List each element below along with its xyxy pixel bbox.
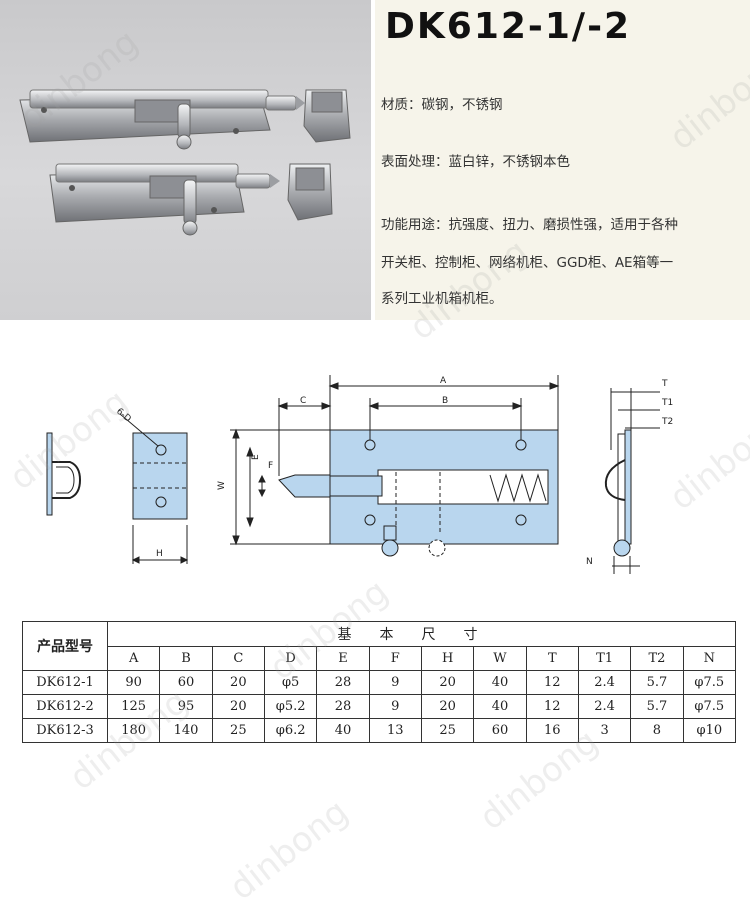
spec-panel [375,0,750,320]
dim-label-n: N [586,557,593,567]
value-cell: 60 [473,718,527,743]
column-header: T2 [630,646,684,671]
column-header: B [159,646,213,671]
value-cell: φ7.5 [682,670,737,695]
surface-spec: 表面处理：蓝白锌，不锈钢本色 [381,154,570,170]
column-header: F [368,646,422,671]
value-cell: 20 [420,670,475,695]
basic-dimensions-header: 基本尺寸 [107,621,736,647]
usage-spec-line-3: 系列工业机箱机柜。 [381,291,503,307]
column-header: E [316,646,370,671]
value-cell: 12 [525,670,579,695]
column-header: H [420,646,475,671]
value-cell: φ5.2 [263,694,318,719]
upper-latch [19,89,351,150]
value-cell: 40 [473,670,527,695]
value-cell: φ6.2 [263,718,318,743]
value-cell: 140 [159,718,213,743]
keeper-side-view [46,432,82,516]
technical-drawing: A B C W E F H 6-D T T1 T2 N [0,330,750,600]
value-cell: φ7.5 [682,694,737,719]
bolt-latch-photo-illustration [19,89,351,236]
column-header: C [211,646,265,671]
value-cell: 40 [316,718,370,743]
value-cell: 20 [420,694,475,719]
column-header-row: A B C D E F H W T T1 T2 N [23,646,737,671]
value-cell: 2.4 [577,694,632,719]
table-row: DK612-3 180 140 25 φ6.2 40 13 25 60 16 3… [22,718,737,743]
dimension-table: 产品型号 基本尺寸 A B C D E F H W T T1 T2 N DK61… [22,621,737,743]
value-cell: 3 [577,718,632,743]
column-header: N [682,646,737,671]
value-cell: 5.7 [630,694,684,719]
table-row: DK612-1 90 60 20 φ5 28 9 20 40 12 2.4 5.… [22,670,737,695]
dim-label-a: A [440,376,447,386]
dimension-drawing: A B C W E F H 6-D T T1 T2 N [46,375,673,574]
dim-label-e: E [251,454,261,460]
value-cell: 95 [159,694,213,719]
value-cell: 5.7 [630,670,684,695]
value-cell: 9 [368,694,422,719]
value-cell: 13 [368,718,422,743]
model-cell: DK612-3 [22,718,108,743]
dim-label-t2: T2 [661,417,673,427]
watermark: dinbong [222,791,356,908]
value-cell: 125 [106,694,161,719]
value-cell: 40 [473,694,527,719]
value-cell: 20 [211,670,265,695]
value-cell: 25 [211,718,265,743]
value-cell: 2.4 [577,670,632,695]
value-cell: 90 [106,670,161,695]
dim-label-f: F [268,461,273,471]
column-header: T1 [577,646,632,671]
bolt-front-view [278,429,559,557]
dimension-lines [230,375,560,546]
dim-label-c: C [300,396,306,406]
material-spec: 材质：碳钢，不锈钢 [381,97,503,113]
dim-label-h: H [156,549,163,559]
table-row: DK612-2 125 95 20 φ5.2 28 9 20 40 12 2.4… [22,694,737,719]
lower-latch [49,163,333,236]
usage-spec-line-2: 开关柜、控制柜、网络机柜、GGD柜、AE箱等一 [381,255,674,271]
column-header: T [525,646,579,671]
model-column-header: 产品型号 [22,621,108,671]
column-header: W [473,646,527,671]
product-photo [0,0,371,320]
value-cell: 9 [368,670,422,695]
value-cell: 8 [630,718,684,743]
model-cell: DK612-1 [22,670,108,695]
model-title: DK612-1/-2 [385,6,632,47]
value-cell: 180 [106,718,161,743]
bolt-side-view [604,388,660,574]
value-cell: 28 [316,694,370,719]
value-cell: 12 [525,694,579,719]
column-header: A [106,646,161,671]
value-cell: 25 [420,718,475,743]
dim-label-t: T [661,379,668,389]
value-cell: 60 [159,670,213,695]
dim-label-w: W [217,481,227,490]
value-cell: φ5 [263,670,318,695]
dim-label-t1: T1 [661,398,673,408]
value-cell: 20 [211,694,265,719]
dim-label-b: B [442,396,448,406]
column-header: D [263,646,318,671]
usage-spec-line-1: 功能用途：抗强度、扭力、磨损性强，适用于各种 [381,217,678,233]
value-cell: φ10 [682,718,737,743]
value-cell: 16 [525,718,579,743]
model-cell: DK612-2 [22,694,108,719]
keeper-front-view [119,413,189,564]
value-cell: 28 [316,670,370,695]
